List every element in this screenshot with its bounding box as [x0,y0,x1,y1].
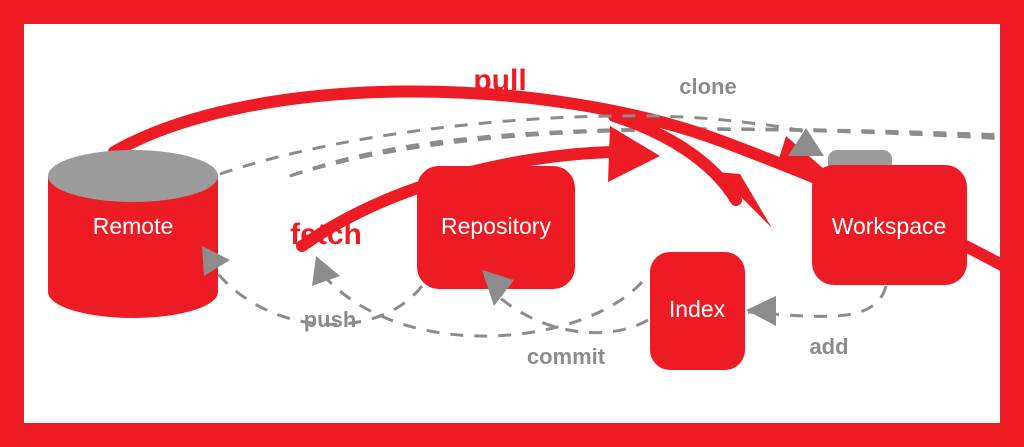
remote-cylinder-top [48,150,218,202]
push-arrowhead-final [202,246,230,276]
pull-path-main [108,85,1000,271]
clone-curve [289,127,1000,178]
index-label: Index [669,296,726,322]
push-path [322,274,644,338]
fetch-arrowhead [608,126,660,182]
repository-box [417,166,575,289]
edge-pull [108,85,1000,271]
remote-cylinder-body [48,176,218,318]
remote-label: Remote [93,213,174,239]
clone-visible-segment [219,114,811,176]
edge-label-pull: pull [473,64,526,97]
workspace-box [812,165,967,285]
diagram-canvas: Remote Repository Index Workspace [48,64,1000,370]
edge-label-clone: clone [679,74,736,99]
commit-arrowhead [482,270,514,306]
repository-label: Repository [441,213,551,239]
node-remote[interactable]: Remote [48,150,218,318]
pull-arrowhead-repository [716,172,772,228]
push-visible-segment [216,273,424,326]
add-visible-segment [747,285,888,318]
edge-push [312,256,644,338]
edge-label-push: push [304,307,357,332]
add-arrowhead [746,296,776,326]
workspace-label: Workspace [832,213,947,239]
node-index[interactable]: Index [650,252,745,370]
commit-visible-segment [497,294,649,335]
edge-label-commit: commit [527,344,606,369]
clone-arrowhead [788,128,824,156]
node-repository[interactable]: Repository [417,166,575,289]
edge-label-add: add [809,334,848,359]
pull-path-branch [608,110,742,206]
node-workspace[interactable]: Workspace [812,150,967,285]
index-box [650,252,745,370]
edge-label-fetch: fetch [290,218,362,251]
push-arrowhead [312,256,340,286]
edge-clone [289,127,1000,178]
